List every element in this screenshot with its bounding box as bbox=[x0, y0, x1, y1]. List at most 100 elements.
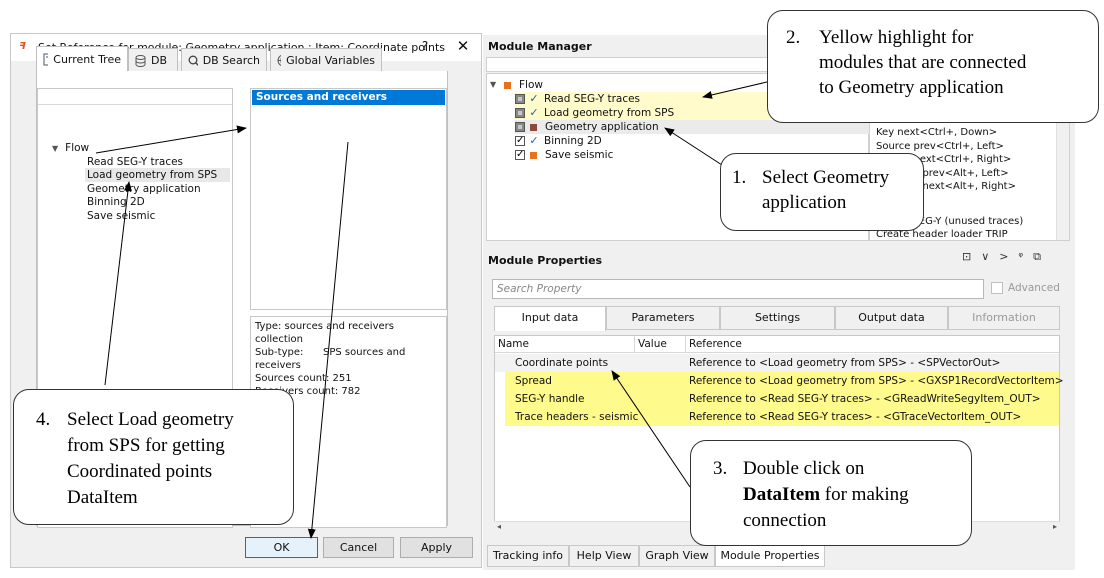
tab-module-properties[interactable]: Module Properties bbox=[715, 545, 825, 567]
side-line[interactable]: Receiver prev<Alt+, Left> bbox=[876, 167, 1009, 179]
close-button[interactable]: ✕ bbox=[456, 37, 470, 55]
pin-icon[interactable]: ᵠ bbox=[1018, 250, 1024, 263]
tab-db-search[interactable]: DB Search bbox=[181, 48, 267, 72]
tab-input-data[interactable]: Input data bbox=[494, 306, 606, 331]
tab-parameters[interactable]: Parameters bbox=[606, 306, 720, 330]
checkbox-checked-icon[interactable] bbox=[515, 134, 525, 148]
tree-root-label: Flow bbox=[65, 142, 90, 154]
callout-4-line4: DataItem bbox=[67, 487, 138, 508]
side-line[interactable]: Create SEG-Y (unused traces) bbox=[876, 215, 1024, 227]
chevron-right-icon[interactable]: > bbox=[999, 250, 1009, 263]
tab-db-search-label: DB Search bbox=[202, 54, 260, 67]
check-icon: ✓ bbox=[529, 92, 539, 105]
chevron-down-icon[interactable]: ∨ bbox=[981, 250, 990, 263]
row-name: SEG-Y handle bbox=[515, 393, 585, 405]
tree-icon bbox=[43, 53, 49, 66]
callout-2-line3: to Geometry application bbox=[819, 77, 1004, 98]
row-name: Spread bbox=[515, 375, 552, 387]
tab-global-variables-label: Global Variables bbox=[286, 54, 375, 67]
info-sources-count: Sources count: 251 bbox=[255, 373, 352, 384]
callout-1-line2: application bbox=[762, 192, 847, 213]
cancel-button[interactable]: Cancel bbox=[323, 537, 394, 558]
tab-output-data[interactable]: Output data bbox=[835, 306, 948, 330]
callout-3-line3: connection bbox=[743, 510, 827, 531]
search-icon bbox=[188, 55, 198, 66]
callout-2-line1: Yellow highlight for bbox=[819, 27, 974, 48]
disabled-checkbox-icon[interactable] bbox=[515, 122, 525, 132]
side-line[interactable]: Source next<Ctrl+, Right> bbox=[876, 154, 1012, 165]
tree-item-binning-2d[interactable]: Binning 2D bbox=[87, 196, 145, 208]
row-reference: Reference to <Load geometry from SPS> - … bbox=[689, 357, 1001, 369]
column-header-value[interactable]: Value bbox=[635, 336, 686, 353]
info-subtype-label: Sub-type: bbox=[255, 347, 304, 358]
row-reference: Reference to <Load geometry from SPS> - … bbox=[689, 375, 1064, 387]
tab-settings[interactable]: Settings bbox=[720, 306, 835, 330]
mm-root-label: Flow bbox=[519, 79, 543, 91]
tree-root[interactable]: ▼ Flow bbox=[52, 141, 89, 155]
info-subtype-value: SPS sources and bbox=[323, 347, 406, 358]
side-line[interactable]: Source prev<Ctrl+, Left> bbox=[876, 140, 1004, 152]
float-icon[interactable]: ⧉ bbox=[1033, 250, 1041, 263]
callout-3-bold: DataItem bbox=[743, 484, 821, 505]
tree-item-geometry-application[interactable]: Geometry application bbox=[87, 183, 201, 195]
side-line[interactable]: Create header loader TRIP bbox=[876, 229, 1008, 240]
side-line[interactable]: Receiver next<Alt+, Right> bbox=[876, 181, 1016, 192]
tab-information: Information bbox=[948, 306, 1060, 330]
callout-2-number: 2. bbox=[786, 27, 801, 48]
advanced-checkbox[interactable]: Advanced bbox=[991, 282, 1060, 294]
table-row[interactable]: Trace headers - seismic Reference to <Re… bbox=[495, 408, 1059, 426]
advanced-label: Advanced bbox=[1008, 282, 1060, 294]
tab-global-variables[interactable]: Global Variables bbox=[270, 48, 382, 72]
mm-root[interactable]: ▼ Flow bbox=[490, 78, 543, 92]
row-name: Trace headers - seismic bbox=[515, 411, 639, 423]
side-line[interactable]: Key next<Ctrl+, Down> bbox=[876, 127, 998, 138]
mm-item-binning-2d[interactable]: ✓ Binning 2D bbox=[515, 134, 602, 148]
scroll-right-icon[interactable]: ▸ bbox=[1052, 522, 1057, 531]
callout-4: 4. Select Load geometry from SPS for get… bbox=[13, 389, 294, 525]
mm-item-geometry-application[interactable]: Geometry application bbox=[515, 120, 869, 134]
tab-db-label: DB bbox=[151, 54, 168, 67]
module-properties-toolbar: ⊡ ∨ > ᵠ ⧉ bbox=[962, 250, 1041, 264]
tree-item-load-geometry[interactable]: Load geometry from SPS bbox=[85, 168, 230, 182]
mm-item-label: Load geometry from SPS bbox=[544, 107, 675, 119]
row-reference: Reference to <Read SEG-Y traces> - <GRea… bbox=[689, 393, 1041, 405]
scroll-left-icon[interactable]: ◂ bbox=[497, 522, 502, 531]
disabled-checkbox-icon[interactable] bbox=[515, 94, 525, 104]
tab-help-view[interactable]: Help View bbox=[569, 545, 639, 567]
tab-current-tree[interactable]: Current Tree bbox=[36, 46, 128, 72]
data-item-list: Sources and receivers collection bbox=[250, 88, 447, 310]
check-icon: ✓ bbox=[529, 134, 539, 147]
tab-graph-view[interactable]: Graph View bbox=[639, 545, 715, 567]
apply-button[interactable]: Apply bbox=[400, 537, 473, 558]
chevron-down-icon: ▼ bbox=[52, 144, 59, 153]
tree-item-read-segy[interactable]: Read SEG-Y traces bbox=[87, 156, 184, 168]
column-header-name[interactable]: Name bbox=[495, 336, 635, 353]
column-header-reference[interactable]: Reference bbox=[686, 336, 1059, 353]
row-reference: Reference to <Read SEG-Y traces> - <GTra… bbox=[689, 411, 1022, 423]
help-button[interactable]: ? bbox=[421, 39, 429, 53]
callout-2: 2. Yellow highlight for modules that are… bbox=[767, 10, 1099, 123]
mm-item-label: Save seismic bbox=[545, 149, 614, 161]
tree-item-save-seismic[interactable]: Save seismic bbox=[87, 210, 156, 222]
lock-icon[interactable]: ⊡ bbox=[962, 250, 972, 263]
table-row[interactable]: SEG-Y handle Reference to <Read SEG-Y tr… bbox=[495, 390, 1059, 408]
table-row[interactable]: Spread Reference to <Load geometry from … bbox=[495, 372, 1064, 390]
search-property-input[interactable]: Search Property bbox=[492, 279, 984, 299]
list-item-sources-receivers[interactable]: Sources and receivers collection bbox=[252, 90, 445, 118]
checkbox-checked-icon[interactable] bbox=[515, 148, 525, 162]
mm-item-save-seismic[interactable]: Save seismic bbox=[515, 148, 613, 162]
database-icon bbox=[135, 54, 146, 67]
callout-4-line2: from SPS for getting bbox=[67, 435, 225, 456]
info-subtype-cont: receivers bbox=[255, 360, 301, 371]
checkbox-icon[interactable] bbox=[991, 282, 1003, 294]
info-subtype: Sub-type: SPS sources and bbox=[255, 346, 442, 359]
table-row[interactable]: Coordinate points Reference to <Load geo… bbox=[495, 354, 1059, 372]
info-receivers-count: Receivers count: 782 bbox=[255, 386, 361, 397]
mm-item-label: Read SEG-Y traces bbox=[544, 93, 641, 105]
row-name: Coordinate points bbox=[515, 357, 609, 369]
tab-db[interactable]: DB bbox=[128, 48, 178, 72]
ok-button[interactable]: OK bbox=[245, 537, 318, 558]
disabled-checkbox-icon[interactable] bbox=[515, 108, 525, 118]
tab-tracking-info[interactable]: Tracking info bbox=[487, 545, 569, 567]
callout-4-number: 4. bbox=[36, 409, 51, 430]
